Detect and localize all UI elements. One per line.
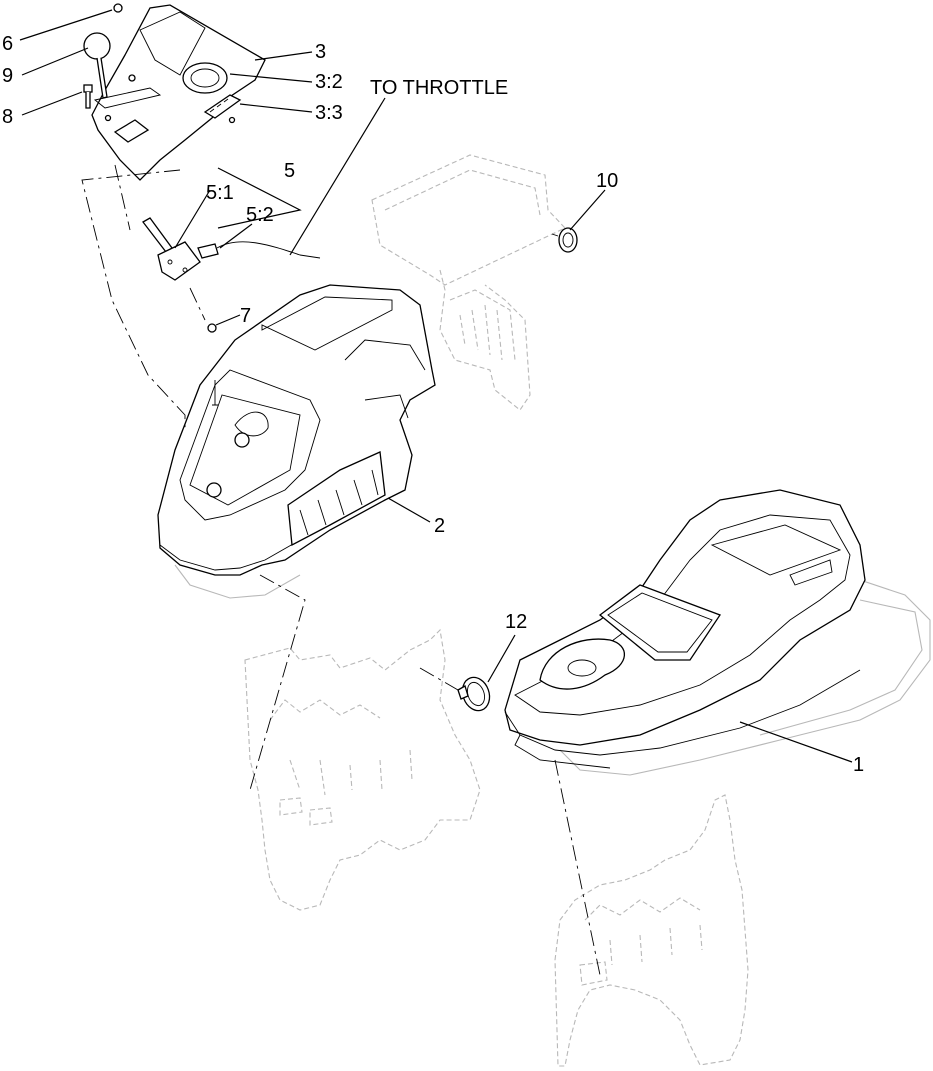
small-ball [113, 3, 123, 13]
callout-12: 12 [505, 611, 527, 633]
callout-9: 9 [2, 65, 13, 87]
ring-clamp [551, 227, 578, 253]
callout-8: 8 [2, 106, 13, 128]
callout-3-2: 3:2 [315, 71, 343, 93]
assembly-line-6 [554, 759, 601, 976]
callout-to-throttle: TO THROTTLE [370, 77, 508, 99]
lever-knob [83, 32, 111, 99]
control-panel-plate [91, 4, 266, 181]
leader-lines [19, 9, 853, 763]
assembly-line-4 [249, 574, 306, 791]
throttle-control [142, 217, 321, 281]
callout-1: 1 [853, 754, 864, 776]
phantom-panel-right [554, 794, 749, 1067]
callout-10: 10 [596, 170, 618, 192]
assembly-line-2 [114, 164, 131, 231]
phantom-panel-left [244, 628, 481, 911]
seat-console [504, 489, 931, 776]
bolt [83, 84, 93, 109]
nut [207, 323, 217, 333]
assembly-line-3 [189, 287, 206, 321]
callout-7: 7 [240, 305, 251, 327]
assembly-line-5 [419, 667, 459, 691]
callout-5-2: 5:2 [246, 204, 274, 226]
callout-2: 2 [434, 515, 445, 537]
callout-6: 6 [2, 33, 13, 55]
callout-3: 3 [315, 41, 326, 63]
assembly-line-1 [81, 169, 186, 430]
phantom-seat-bracket [371, 154, 566, 411]
callout-3-3: 3:3 [315, 102, 343, 124]
callout-5: 5 [284, 160, 295, 182]
hose-clamp [457, 676, 491, 712]
console-housing [157, 284, 436, 599]
callout-5-1: 5:1 [206, 182, 234, 204]
